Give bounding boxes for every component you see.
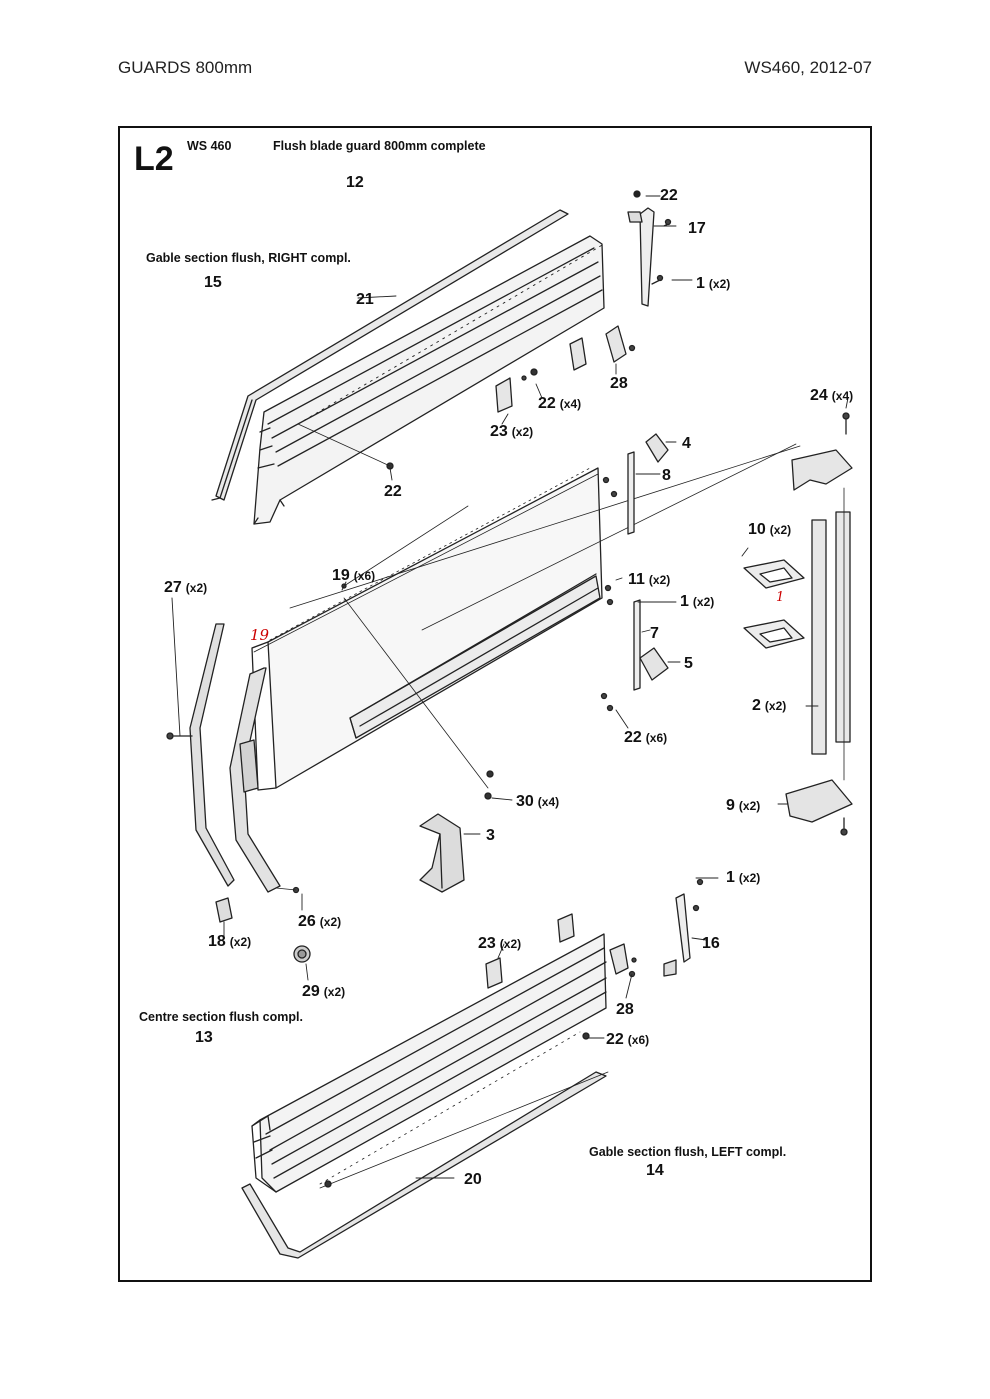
page-header-left: GUARDS 800mm <box>118 58 253 77</box>
callout-16: 16 <box>702 935 720 952</box>
callout-10: 10(x2) <box>748 521 792 538</box>
exploded-view-drawing <box>166 190 853 1259</box>
section-caption-right: Gable section flush, RIGHT compl. <box>146 251 351 265</box>
diagram-code: L2 <box>134 140 174 178</box>
callout-24: 24(x4) <box>810 387 854 404</box>
model-name: WS 460 <box>187 139 232 153</box>
page-header-right: WS460, 2012-07 <box>744 58 872 77</box>
callout-18: 18(x2) <box>208 933 252 950</box>
diagram-title: Flush blade guard 800mm complete <box>273 139 486 153</box>
gable-section-left <box>241 878 704 1259</box>
leader-lines <box>171 195 849 1179</box>
mounting-hardware <box>743 412 853 836</box>
callout-17: 17 <box>688 220 706 237</box>
callout-22: 22 <box>660 187 678 204</box>
callout-7: 7 <box>650 625 659 642</box>
callout-11: 11(x2) <box>628 571 671 588</box>
callout-28: 28 <box>610 375 628 392</box>
callout-19: 19(x6) <box>332 567 376 584</box>
callout-30: 30(x4) <box>516 793 560 810</box>
callout-21: 21 <box>356 291 374 308</box>
callout-27: 27(x2) <box>164 579 208 596</box>
callout-22-x6: 22(x6) <box>624 729 668 746</box>
diagram-frame: L2 WS 460 Flush blade guard 800mm comple… <box>118 126 872 1282</box>
section-number-right: 15 <box>204 274 222 291</box>
callout-8: 8 <box>662 467 671 484</box>
section-number-centre: 13 <box>195 1029 213 1046</box>
callout-26: 26(x2) <box>298 913 342 930</box>
callout-1-centre: 1(x2) <box>680 593 715 610</box>
centre-section <box>166 433 801 963</box>
callout-4: 4 <box>682 435 691 452</box>
callout-22-lower: 22(x6) <box>606 1031 650 1048</box>
section-caption-centre: Centre section flush compl. <box>139 1010 303 1024</box>
callout-5: 5 <box>684 655 693 672</box>
callout-20: 20 <box>464 1171 482 1188</box>
handwritten-note-19: 19 <box>250 626 270 644</box>
callout-22-x4: 22(x4) <box>538 395 582 412</box>
callout-1: 1(x2) <box>696 275 731 292</box>
gable-section-right <box>211 190 672 525</box>
section-number-left: 14 <box>646 1162 664 1179</box>
callout-23: 23(x2) <box>490 423 534 440</box>
callout-28-lower: 28 <box>616 1001 634 1018</box>
assembly-number: 12 <box>346 174 364 191</box>
callout-9: 9(x2) <box>726 797 761 814</box>
callout-1-lower: 1(x2) <box>726 869 761 886</box>
section-caption-left: Gable section flush, LEFT compl. <box>589 1145 787 1159</box>
callout-2: 2(x2) <box>752 697 787 714</box>
callout-29: 29(x2) <box>302 983 346 1000</box>
callout-3: 3 <box>486 827 495 844</box>
callout-22-rear: 22 <box>384 483 402 500</box>
callout-23-lower: 23(x2) <box>478 935 522 952</box>
handwritten-note-1: 1 <box>776 590 785 605</box>
